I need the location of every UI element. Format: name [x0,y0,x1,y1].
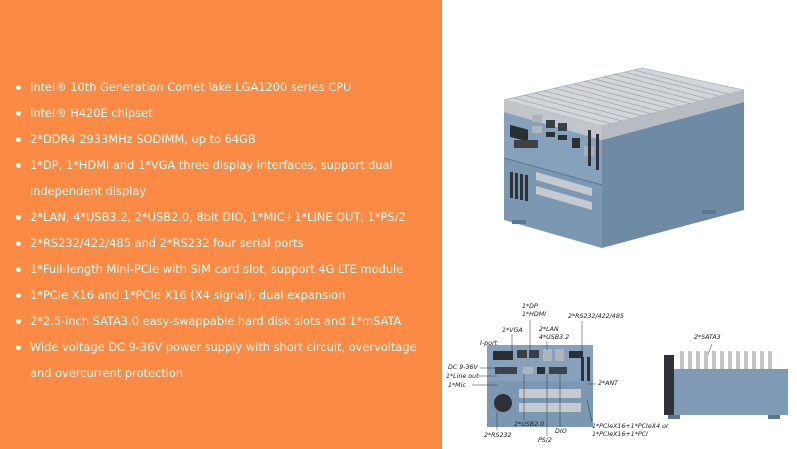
label-usb20: 2*USB2.0 [514,421,545,428]
spec-text: 2*RS232/422/485 and 2*RS232 four serial … [30,236,304,250]
spec-text: 2*2.5-inch SATA3.0 easy-swappable hard d… [30,314,402,328]
label-iport: I-port [480,340,498,347]
spec-text: Wide voltage DC 9-36V power supply with … [30,340,417,354]
spec-text: Intel® H420E chipset [30,106,153,120]
label-rs232-422-485: 2*RS232/422/485 [568,313,624,320]
spec-text-continued: and overcurrent protection [30,366,184,380]
spec-text: 2*DDR4 2933MHz SODIMM, up to 64GB [30,132,256,146]
label-vga: 1*VGA [502,327,523,334]
bullet-icon [16,319,21,324]
bullet-icon [16,111,21,116]
label-hdmi: 1*HDMI [522,311,547,318]
spec-item: 1*Full-length Mini-PCIe with SIM card sl… [14,256,417,282]
spec-text: 2*LAN, 4*USB3.2, 2*USB2.0, 8bit DIO, 1*M… [30,210,406,224]
spec-item: 1*DP, 1*HDMI and 1*VGA three display int… [14,152,417,204]
label-dc: DC 9-36V [448,364,478,371]
bullet-icon [16,215,21,220]
spec-text: Intel® 10th Generation Comet lake LGA120… [30,80,352,94]
spec-item: 1*PCIe X16 and 1*PCIe X16 (X4 signal), d… [14,282,417,308]
spec-list: Intel® 10th Generation Comet lake LGA120… [14,74,417,386]
spec-item: Wide voltage DC 9-36V power supply with … [14,334,417,386]
bullet-icon [16,241,21,246]
bullet-icon [16,293,21,298]
label-ps2: PS/2 [538,437,552,444]
label-rs232: 2*RS232 [484,432,512,439]
spec-item: 2*RS232/422/485 and 2*RS232 four serial … [14,230,417,256]
side-view-drawing [664,351,788,419]
spec-item: 2*DDR4 2933MHz SODIMM, up to 64GB [14,126,417,152]
bullet-icon [16,267,21,272]
spec-item: Intel® H420E chipset [14,100,417,126]
bullet-icon [16,85,21,90]
label-sata: 2*SATA3 [694,334,721,341]
spec-item: Intel® 10th Generation Comet lake LGA120… [14,74,417,100]
spec-item: 2*2.5-inch SATA3.0 easy-swappable hard d… [14,308,417,334]
front-view-drawing [487,345,593,427]
product-area: 1*DP 1*HDMI 2*RS232/422/485 1*VGA 2*LAN … [442,0,797,449]
spec-item: 2*LAN, 4*USB3.2, 2*USB2.0, 8bit DIO, 1*M… [14,204,417,230]
bullet-icon [16,137,21,142]
spec-text: 1*DP, 1*HDMI and 1*VGA three display int… [30,158,393,172]
label-pcie-option1: 1*PCIeX16+1*PCIeX4 or [592,423,669,430]
spec-panel: Intel® 10th Generation Comet lake LGA120… [0,0,442,449]
spec-text: 1*Full-length Mini-PCIe with SIM card sl… [30,262,404,276]
label-lan: 2*LAN [539,326,559,333]
label-dio: DIO [555,428,567,435]
label-usb32: 4*USB3.2 [539,334,570,341]
label-dp: 1*DP [522,303,538,310]
bullet-icon [16,163,21,168]
industrial-pc-render [503,67,745,248]
bullet-icon [16,345,21,350]
label-mic: 1*Mic [448,382,466,389]
spec-text: 1*PCIe X16 and 1*PCIe X16 (X4 signal), d… [30,288,346,302]
label-ant: 2*ANT [598,380,619,387]
label-lineout: 1*Line out [446,373,479,380]
label-pcie-option2: 1*PCIeX16+1*PCI [592,431,648,438]
spec-text-continued: independent display [30,184,147,198]
